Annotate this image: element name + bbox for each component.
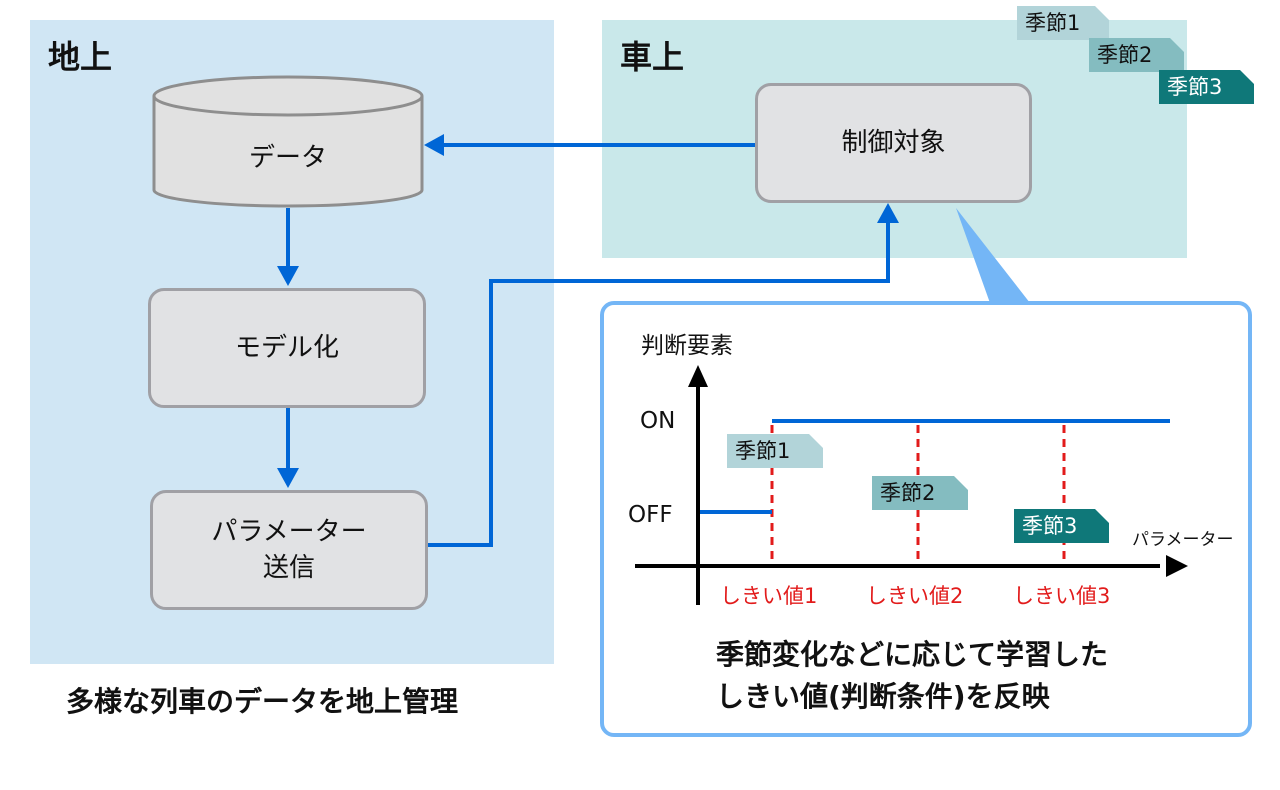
season-tag-2: 季節2 [1089,38,1184,72]
database-cylinder-icon [152,75,424,208]
node-param-send: パラメーター 送信 [150,490,428,610]
chart-ytick-on: ON [640,408,676,434]
node-model-label: モデル化 [234,333,339,363]
season-tag-1: 季節1 [1017,6,1109,40]
node-param-send-line1: パラメーター [211,517,367,547]
node-control-target: 制御対象 [755,83,1032,203]
threshold-label-1: しきい値1 [720,584,818,608]
threshold-label-3: しきい値3 [1013,584,1111,608]
arrow-param-to-control [427,203,899,547]
callout-caption-line2: しきい値(判断条件)を反映 [716,680,1050,713]
node-param-send-line2: 送信 [262,553,315,583]
ground-caption: 多様な列車のデータを地上管理 [66,685,459,718]
node-model: モデル化 [148,288,426,408]
chart-season-tag-1: 季節1 [727,434,823,468]
chart-season-tag-3: 季節3 [1014,509,1109,543]
arrow-data-to-model [277,208,299,286]
season-tag-3: 季節3 [1159,70,1254,104]
node-control-target-label: 制御対象 [841,128,946,158]
arrow-control-to-data [424,134,757,156]
arrow-model-to-param [277,408,299,488]
vehicle-zone-title: 車上 [620,38,685,76]
chart-ytick-off: OFF [628,502,673,528]
ground-zone-title: 地上 [48,38,113,76]
x-axis-arrowhead [1166,555,1188,577]
threshold-callout [600,301,1252,737]
node-data: データ [248,142,327,173]
chart-xlabel: パラメーター [1132,530,1234,550]
callout-caption-line1: 季節変化などに応じて学習した [716,638,1109,671]
y-axis-arrowhead [688,365,708,387]
chart-season-tag-2: 季節2 [872,476,968,510]
chart-ylabel: 判断要素 [641,333,733,359]
threshold-label-2: しきい値2 [866,584,964,608]
